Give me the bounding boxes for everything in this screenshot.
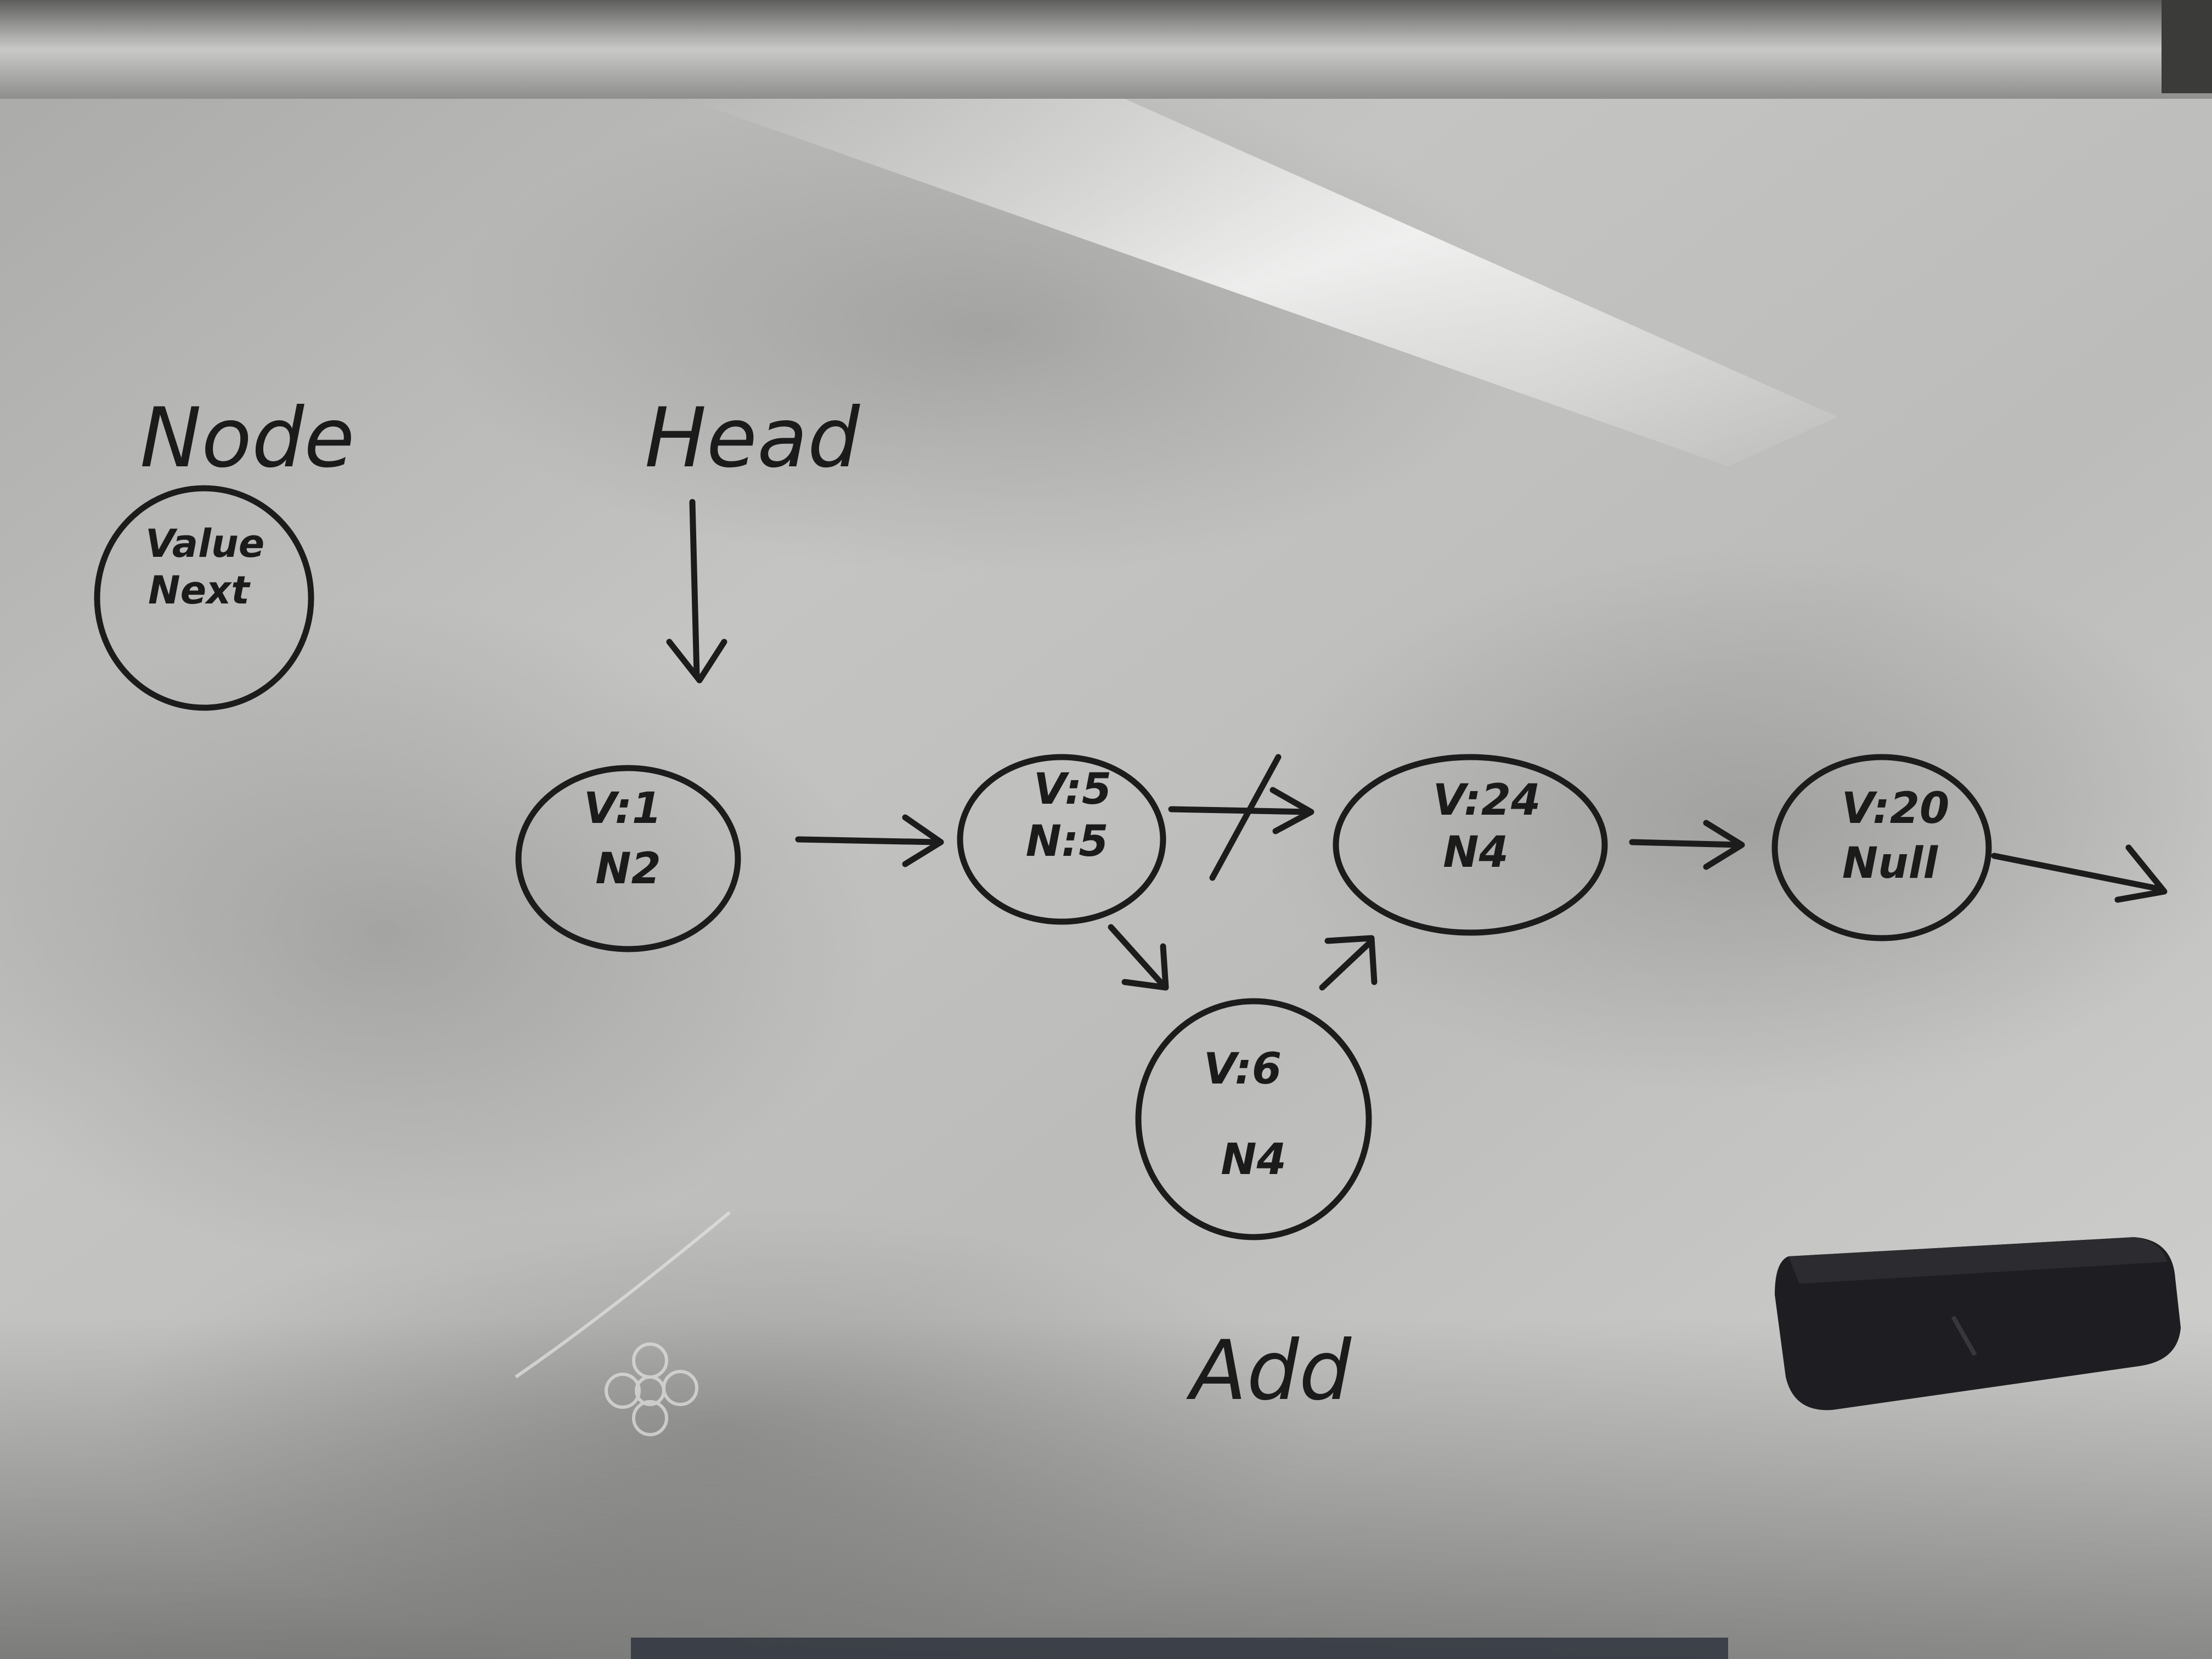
new-node-circle [1135,998,1372,1240]
list-node-2-next: N:5 [1026,817,1109,866]
legend-node-value-label: Value [145,521,264,566]
arrow-new-node-to-node3-head [1324,935,1378,985]
board-top-frame [0,0,2212,99]
board-smudge [0,603,878,1262]
foreground-object [631,1638,1728,1659]
list-node-2-value: V:5 [1034,765,1111,814]
board-smudge [1262,549,2212,1097]
head-arrow-head [666,639,727,684]
board-frame-corner [2162,0,2212,93]
arrow-node4-to-null [1991,853,2162,892]
list-node-3-next: N4 [1443,828,1509,877]
new-node-next: N4 [1221,1135,1286,1184]
ghost-doodle [515,1211,731,1436]
removed-arrow-node2-to-node3-head [1269,787,1314,834]
list-node-2-circle [957,754,1166,925]
add-label: Add [1186,1323,1352,1419]
legend-node-next-label: Next [148,568,251,613]
legend-node-circle [94,485,314,711]
cross-out-stroke [1209,754,1282,881]
list-node-3-value: V:24 [1433,776,1541,825]
arrow-new-node-to-node3 [1319,940,1372,991]
head-arrow-line [689,499,700,678]
list-node-4-circle [1771,754,1992,941]
eraser [1775,1237,2181,1410]
arrow-node2-to-new-node-head [1121,943,1169,991]
list-node-3-circle [1333,754,1608,936]
arrow-node4-to-null-head [2114,844,2168,903]
arrow-node1-to-node2 [795,836,939,845]
removed-arrow-node2-to-node3 [1168,806,1312,815]
light-glare [686,99,1838,466]
arrow-node2-to-new-node [1108,924,1164,985]
head-label: Head [645,391,860,486]
list-node-4-next: Null [1842,839,1939,888]
list-node-1-circle [515,765,741,952]
list-node-1-next: N2 [595,844,661,894]
node-title-label: Node [140,391,354,486]
list-node-4-value: V:20 [1842,784,1950,833]
list-node-1-value: V:1 [584,784,662,833]
new-node-value: V:6 [1204,1045,1282,1094]
arrow-node3-to-node4-head [1703,820,1745,870]
arrow-node3-to-node4 [1629,839,1742,848]
arrow-node1-to-node2-head [902,814,944,867]
